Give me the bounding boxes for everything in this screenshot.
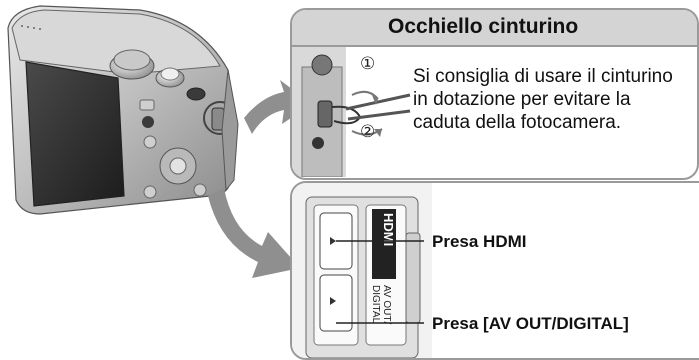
- lcd-screen: [25, 61, 125, 207]
- ports-closeup-illustration: [292, 183, 432, 358]
- strap-closeup-illustration: [292, 47, 411, 177]
- step-marker-2: ②: [360, 122, 376, 142]
- camera-illustration: [7, 5, 239, 215]
- panel-title: Occhiello cinturino: [388, 15, 579, 38]
- ports-panel: HDMI AV OUT/ DIGITAL Presa HDMI Presa [A…: [290, 181, 699, 360]
- strap-eyelet-panel: Occhiello cinturino ① ② Si consiglia di …: [290, 8, 699, 180]
- panel-header: Occhiello cinturino: [292, 10, 697, 47]
- leader-lines: [336, 240, 424, 324]
- manual-illustration: Occhiello cinturino ① ② Si consiglia di …: [7, 5, 699, 360]
- hdmi-port-label: Presa HDMI: [432, 232, 527, 251]
- av-port-label: Presa [AV OUT/DIGITAL]: [432, 314, 629, 333]
- strap-description: Si consiglia di usare il cinturino in do…: [413, 66, 673, 133]
- step-marker-1: ①: [360, 54, 376, 74]
